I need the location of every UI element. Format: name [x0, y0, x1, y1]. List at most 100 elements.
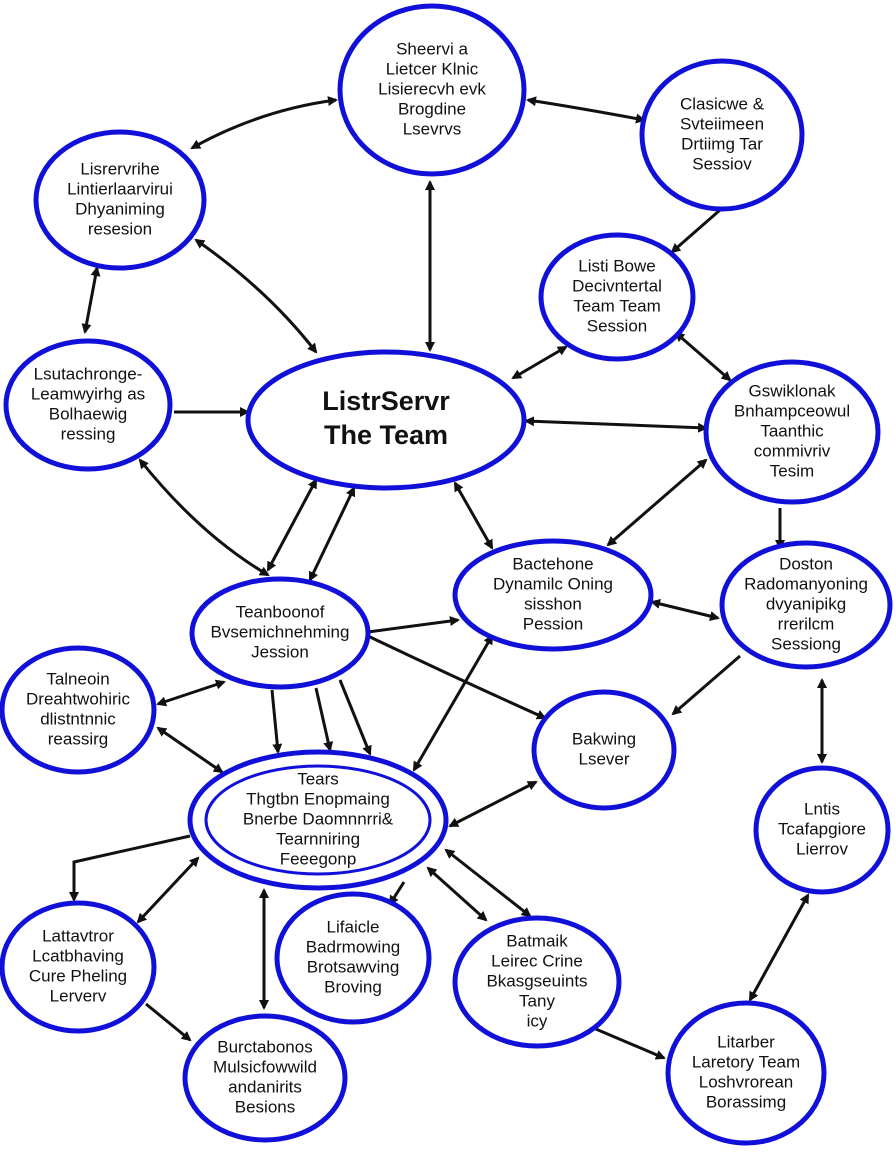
node-label-bottom-left-2-line-3: andanirits [228, 1077, 302, 1096]
node-label-lower-center-right-line-1: Bakwing [572, 729, 636, 748]
node-label-right-mid-line-3: Taanthic [760, 421, 824, 440]
node-label-bottom-center-right-line-5: icy [527, 1011, 548, 1030]
node-label-bottom-center-left-line-2: Badrmowing [306, 937, 401, 956]
node-ring-upper-left [33, 129, 207, 271]
connector-arrow-22 [156, 726, 224, 774]
node-ring-top [337, 3, 527, 177]
node-label-right-lower-line-1: Doston [779, 554, 833, 573]
node-label-top-right-line-1: Clasicwe & [680, 94, 765, 113]
node-label-right-bottom-upper-line-2: Tcafapgiore [778, 819, 866, 838]
node-label-top-right-line-4: Sessiov [692, 154, 752, 173]
node-label-left-lower-line-1: Talneoin [46, 669, 109, 688]
connector-arrow-36 [582, 1022, 666, 1060]
node-label-mid-left-line-1: Teanboonof [236, 602, 325, 621]
connector-arrow-23 [270, 689, 283, 754]
connector-arrow-21 [156, 679, 226, 707]
node-label-right-mid-line-4: commivriv [754, 441, 831, 460]
connector-arrow-1 [190, 96, 338, 150]
node-label-top-line-1: Sheervi a [396, 39, 468, 58]
node-label-bottom-left-2-line-1: Burctabonos [217, 1037, 312, 1056]
node-ring-bottom-left-2 [182, 1013, 348, 1143]
node-ring-bottom-center-left [274, 891, 432, 1025]
connector-arrow-20 [367, 634, 547, 720]
node-label-bottom-center-left-line-4: Broving [324, 977, 382, 996]
node-label-right-mid-line-2: Bnhampceowul [734, 401, 850, 420]
connector-arrow-4 [670, 208, 721, 254]
node-label-right-mid-line-5: Tesim [770, 461, 814, 480]
node-label-bottom-center-right-line-4: Tany [519, 991, 555, 1010]
node-label-upper-left-line-3: Dhyaniming [75, 199, 165, 218]
node-right-lower: DostonRadomanyoningdvyanipikgrrerilcmSes… [719, 540, 893, 670]
node-label-bottom-center-right-line-3: Bkasgseuints [486, 971, 587, 990]
node-label-left-mid-line-1: Lsutachronge- [34, 364, 143, 383]
node-label-bottom-right-line-4: Borassimg [706, 1092, 786, 1111]
connector-arrow-19 [367, 616, 460, 634]
node-label-mid-left-line-2: Bvsemichnehming [211, 622, 350, 641]
node-label-right-lower-line-5: Sessiong [771, 634, 841, 653]
node-label-top-line-5: Lsevrvs [403, 119, 462, 138]
connector-arrow-18 [671, 654, 741, 716]
node-inner-ring-lower-central [204, 764, 432, 876]
node-label-upper-left-line-4: resesion [88, 219, 152, 238]
node-ring-right-mid-upper [538, 232, 696, 362]
connector-arrow-9 [674, 331, 732, 382]
connector-arrow-25 [338, 679, 372, 756]
node-label-bottom-right-line-2: Laretory Team [692, 1052, 800, 1071]
node-label-right-bottom-upper-line-1: Lntis [804, 799, 840, 818]
connector-arrow-6 [194, 238, 318, 354]
node-label-right-mid-upper-line-4: Session [587, 316, 647, 335]
node-label-center-right-line-3: sisshon [524, 594, 582, 613]
connector-arrow-10 [524, 416, 708, 433]
node-ring-left-lower [0, 645, 157, 775]
node-label-right-mid-upper-line-2: Decivntertal [572, 276, 662, 295]
connector-arrow-35 [145, 1002, 192, 1042]
node-right-mid: GswiklonakBnhampceowulTaanthiccommivrivT… [703, 359, 881, 505]
node-ring-right-mid [703, 359, 881, 505]
node-ring-top-right [639, 58, 805, 212]
connector-arrow-24 [314, 687, 334, 752]
node-label-bottom-left-2-line-4: Besions [235, 1097, 295, 1116]
node-label-lower-central-line-4: Tearnniring [276, 829, 360, 848]
node-label-central-line-2: The Team [324, 420, 448, 450]
node-label-left-lower-line-4: reassirg [48, 729, 108, 748]
node-label-lower-central-line-1: Tears [297, 769, 339, 788]
node-ring-right-lower [719, 540, 893, 670]
connector-arrow-30 [136, 856, 200, 924]
connector-arrow-13 [308, 486, 356, 582]
node-label-left-lower-line-3: dlistntnnic [40, 709, 116, 728]
node-label-right-lower-line-2: Radomanyoning [744, 574, 868, 593]
connector-arrow-17 [650, 599, 720, 621]
node-label-top-right-line-2: Svteiimeen [680, 114, 764, 133]
node-label-right-lower-line-4: rrerilcm [778, 614, 835, 633]
connector-arrow-27 [448, 780, 538, 828]
node-ring-bottom-center-right [452, 915, 622, 1049]
node-ring-right-bottom-upper [753, 765, 891, 895]
node-ring-bottom-right [665, 1000, 827, 1146]
node-label-central-line-1: ListrServr [322, 386, 450, 416]
edge-layer [69, 96, 827, 1060]
node-label-bottom-left-line-4: Lerverv [50, 986, 107, 1005]
connector-arrow-37 [748, 893, 810, 1002]
node-label-bottom-center-left-line-1: Lifaicle [327, 917, 380, 936]
node-label-right-mid-line-1: Gswiklonak [749, 381, 836, 400]
node-label-top-line-2: Lietcer Klnic [386, 59, 479, 78]
node-label-mid-left-line-3: Jession [251, 642, 309, 661]
node-ring-mid-left [189, 576, 371, 690]
node-label-left-lower-line-2: Dreahtwohiric [26, 689, 130, 708]
node-label-lower-center-right-line-2: Lsever [578, 749, 629, 768]
connector-arrow-14 [453, 481, 494, 550]
node-label-bottom-right-line-3: Loshvrorean [699, 1072, 794, 1091]
connector-arrow-5 [81, 266, 101, 334]
node-label-lower-central-line-3: Bnerbe Daomnnrri& [243, 809, 394, 828]
node-label-right-mid-upper-line-1: Listi Bowe [578, 256, 655, 275]
